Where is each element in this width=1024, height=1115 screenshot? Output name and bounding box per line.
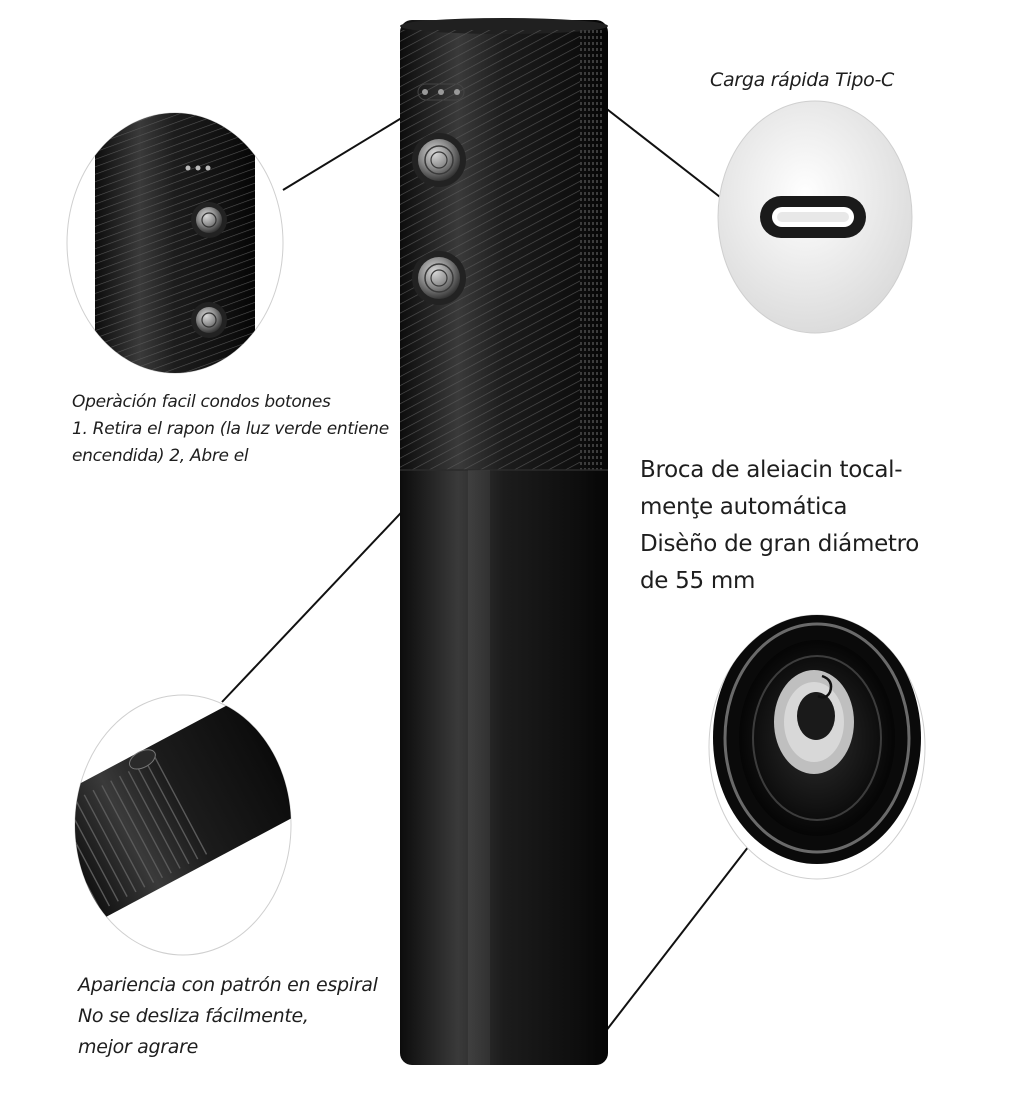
indicator-light-icon [417, 83, 465, 101]
power-button-icon [412, 133, 466, 187]
device-body [400, 18, 608, 1065]
caption-usb-c: Carga rápida Tipo-C [710, 69, 894, 91]
detail-circle-buttons [66, 112, 284, 374]
detail-circle-drill [708, 614, 926, 880]
caption-buttons: Operàción facil condos botones 1. Retira… [72, 392, 389, 466]
mode-button-icon [412, 251, 466, 305]
detail-circle-spiral [74, 694, 292, 956]
detail-circle-usb [717, 100, 913, 334]
usb-c-port-icon [760, 196, 866, 238]
caption-drill: Broca de aleiacin tocal- menţe automátic… [640, 457, 920, 594]
caption-spiral: Apariencia con patrón en espiral No se d… [78, 974, 378, 1058]
